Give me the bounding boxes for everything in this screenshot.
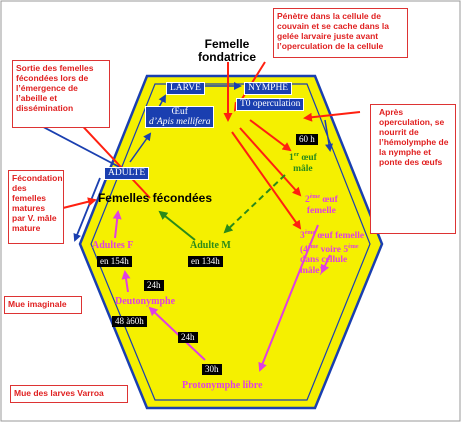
oeuf1-sup: er — [293, 152, 300, 158]
hexagon — [78, 74, 384, 410]
host-stage-nymphe: NYMPHE — [244, 82, 293, 95]
oeuf2-text: œuf — [320, 195, 338, 206]
arrow-adulte-to-oeuf — [129, 132, 152, 163]
arrow-adultes-to-femelles — [112, 210, 122, 239]
arrow-to-oeuf3 — [231, 131, 302, 230]
box-fecondation: Fécondation des femelles matures par V. … — [8, 170, 64, 244]
oeuf1-num: 1 — [289, 153, 294, 164]
arrow-apres — [303, 111, 361, 122]
time-60h: 60 h — [296, 134, 318, 145]
oeuf2-num: 2 — [305, 195, 310, 206]
time-154h: en 154h — [97, 256, 132, 267]
time-48-60h: 48 à60h — [112, 316, 147, 327]
oeuf3-dans: dans cellule — [300, 255, 348, 266]
arrow-sortie — [73, 116, 151, 199]
time-24h-b: 24h — [178, 332, 198, 343]
time-134h: en 134h — [188, 256, 223, 267]
stage-oeuf1: 1er œuf mâle — [289, 150, 317, 175]
arrow-adulte-m-to-femelles — [158, 210, 196, 241]
host-stage-adulte: ADULTE — [104, 167, 150, 180]
oeuf3-sup: ème — [304, 230, 316, 236]
stage-protonymphe: Protonymphe libre — [182, 380, 263, 391]
oeuf1-sex: mâle — [293, 164, 313, 175]
arrow-deutonymphe-to-adultes — [121, 270, 131, 293]
stage-adultes-f: Adultes F — [92, 240, 134, 251]
title-femelles-fecondees: Femelles fécondées — [97, 191, 213, 205]
title-line-1: Femelle — [204, 37, 250, 51]
stage-oeuf2: 2ème œuf femelle — [305, 192, 338, 217]
oeuf1-text: œuf — [299, 153, 317, 164]
oeuf3-paren: (4 — [300, 244, 308, 255]
arrow-emergence — [73, 177, 101, 242]
time-24h-a: 24h — [144, 280, 164, 291]
oeuf2-sup: ème — [309, 194, 321, 200]
hexagon-inner-line — [90, 83, 371, 401]
arrow-to-oeuf2 — [239, 127, 302, 197]
stage-adulte-m: Adulte M — [190, 240, 231, 251]
title-femelle-fondatrice: Femelle fondatrice — [192, 38, 262, 64]
oeuf3-num: 3 — [300, 231, 305, 242]
oeuf3-sup2: ème — [307, 243, 319, 250]
title-line-2: fondatrice — [197, 50, 256, 64]
oeuf3-male: mâle) — [300, 265, 323, 276]
host-apis-label: d’Apis mellifera — [149, 117, 211, 127]
arrow-oeuf3-side — [320, 254, 331, 274]
box-penetre: Pénètre dans la cellule de couvain et se… — [273, 8, 408, 58]
time-30h: 30h — [202, 364, 222, 375]
host-stage-oeuf: Œuf d’Apis mellifera — [145, 106, 215, 128]
arrow-dissemination — [28, 119, 126, 171]
box-mue-larves: Mue des larves Varroa — [10, 385, 128, 403]
oeuf3-voire: voire 5 — [318, 244, 349, 255]
arrow-nymphe-to-adulte — [324, 119, 333, 152]
arrow-protonymphe-to-deutonymphe — [148, 306, 206, 361]
host-oeuf-label: Œuf — [171, 107, 188, 117]
host-stage-larve: LARVE — [166, 82, 205, 95]
box-emergence: Sortie des femelles fécondées lors de l’… — [12, 60, 110, 128]
stage-oeuf3: 3ème œuf femelle (4ème voire 5ème dans c… — [300, 228, 364, 276]
oeuf3-text: œuf femelle — [315, 231, 365, 242]
box-apres: Après operculation, se nourrit de l’hémo… — [370, 104, 456, 234]
oeuf3-sup3: ème — [348, 243, 359, 250]
arrow-male-to-adulte-m — [223, 174, 286, 234]
arrow-to-60h — [249, 119, 292, 152]
arrow-oeuf-to-protonymphe — [258, 224, 319, 372]
host-stage-t0: T0 operculation — [236, 98, 305, 111]
stage-deutonymphe: Deutonymphe — [115, 296, 176, 307]
box-mue-imaginale: Mue imaginale — [4, 296, 82, 314]
oeuf2-sex: femelle — [306, 206, 336, 217]
